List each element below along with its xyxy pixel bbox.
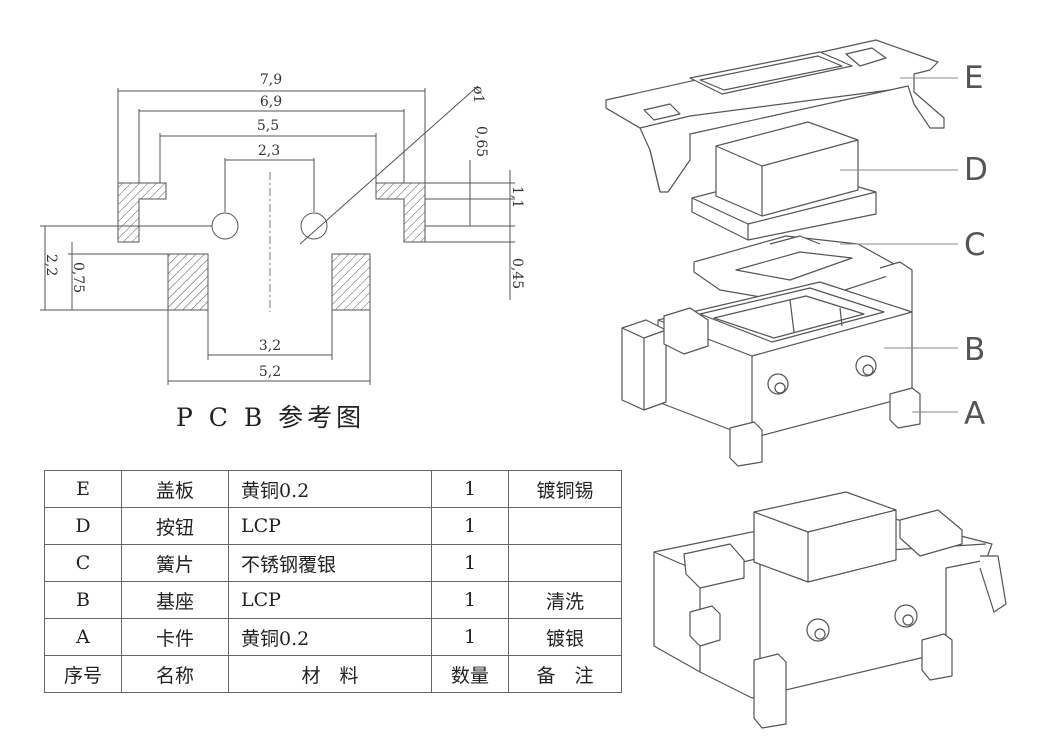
callout-a: A — [964, 396, 985, 432]
cell-qty: 1 — [431, 618, 509, 656]
cell-qty: 1 — [431, 581, 509, 619]
part-d-button — [691, 121, 877, 241]
cell-note — [508, 507, 622, 545]
table-row: A 卡件 黄铜0.2 1 镀银 — [44, 618, 622, 656]
callout-labels: E D C B A — [964, 60, 988, 432]
dim-0-65: 0,65 — [473, 126, 489, 157]
table-row: C 簧片 不锈钢覆银 1 — [44, 544, 622, 582]
cell-note: 镀铜锡 — [508, 470, 622, 508]
assembled-switch — [653, 491, 1007, 729]
dim-6-9: 6,9 — [260, 94, 282, 110]
part-b-base — [621, 261, 921, 467]
dim-5-2: 5,2 — [259, 364, 281, 380]
callout-e: E — [964, 60, 984, 96]
part-e-cover-plate — [605, 39, 945, 193]
table-row: D 按钮 LCP 1 — [44, 507, 622, 545]
header-material: 材 料 — [228, 655, 432, 693]
pcb-dimensions: 7,9 6,9 5,5 2,3 3,2 5,2 0,65 1,1 0,45 2,… — [43, 72, 525, 380]
callout-b: B — [964, 332, 985, 368]
table-row: B 基座 LCP 1 清洗 — [44, 581, 622, 619]
pcb-title: P C B 参考图 — [176, 403, 366, 432]
callout-leaders — [840, 77, 958, 413]
cell-code: B — [44, 581, 122, 619]
cell-qty: 1 — [431, 507, 509, 545]
dim-7-9: 7,9 — [260, 72, 282, 88]
dim-0-75: 0,75 — [70, 262, 86, 293]
part-c-spring-plate — [693, 235, 895, 305]
cell-name: 卡件 — [121, 618, 229, 656]
cell-code: E — [44, 470, 122, 508]
header-note: 备 注 — [508, 655, 622, 693]
cell-note — [508, 544, 622, 582]
table-row: E 盖板 黄铜0.2 1 镀铜锡 — [44, 470, 622, 508]
cell-code: A — [44, 618, 122, 656]
header-name: 名称 — [121, 655, 229, 693]
cell-note: 清洗 — [508, 581, 622, 619]
dim-0-45: 0,45 — [509, 258, 525, 289]
cell-name: 按钮 — [121, 507, 229, 545]
cell-material: 不锈钢覆银 — [228, 544, 432, 582]
header-qty: 数量 — [431, 655, 509, 693]
cell-name: 基座 — [121, 581, 229, 619]
pcb-drawing — [40, 85, 515, 385]
hole-right — [300, 212, 328, 240]
cell-note: 镀银 — [508, 618, 622, 656]
dim-5-5: 5,5 — [257, 118, 279, 134]
cell-material: LCP — [228, 507, 432, 545]
hole-left — [211, 212, 239, 240]
header-code: 序号 — [44, 655, 122, 693]
cell-material: 黄铜0.2 — [228, 618, 432, 656]
callout-d: D — [964, 152, 988, 188]
table-header-row: 序号 名称 材 料 数量 备 注 — [44, 655, 622, 693]
dim-1-1: 1,1 — [509, 186, 525, 208]
pad-upper-left — [117, 182, 167, 243]
dim-2-2: 2,2 — [43, 254, 59, 276]
pad-lower-right — [331, 253, 371, 311]
cell-name: 簧片 — [121, 544, 229, 582]
cell-material: 黄铜0.2 — [228, 470, 432, 508]
dim-diameter: ø1 — [470, 86, 486, 103]
cell-qty: 1 — [431, 544, 509, 582]
bom-table: E 盖板 黄铜0.2 1 镀铜锡 D 按钮 LCP 1 C 簧片 不锈钢覆银 1… — [44, 470, 622, 693]
cell-code: D — [44, 507, 122, 545]
dim-3-2: 3,2 — [259, 338, 281, 354]
dim-2-3: 2,3 — [258, 143, 280, 159]
callout-c: C — [964, 227, 986, 263]
cell-qty: 1 — [431, 470, 509, 508]
cell-code: C — [44, 544, 122, 582]
cell-material: LCP — [228, 581, 432, 619]
cell-name: 盖板 — [121, 470, 229, 508]
pad-upper-right — [375, 182, 426, 243]
exploded-view — [605, 39, 1007, 729]
pad-lower-left — [167, 253, 209, 311]
